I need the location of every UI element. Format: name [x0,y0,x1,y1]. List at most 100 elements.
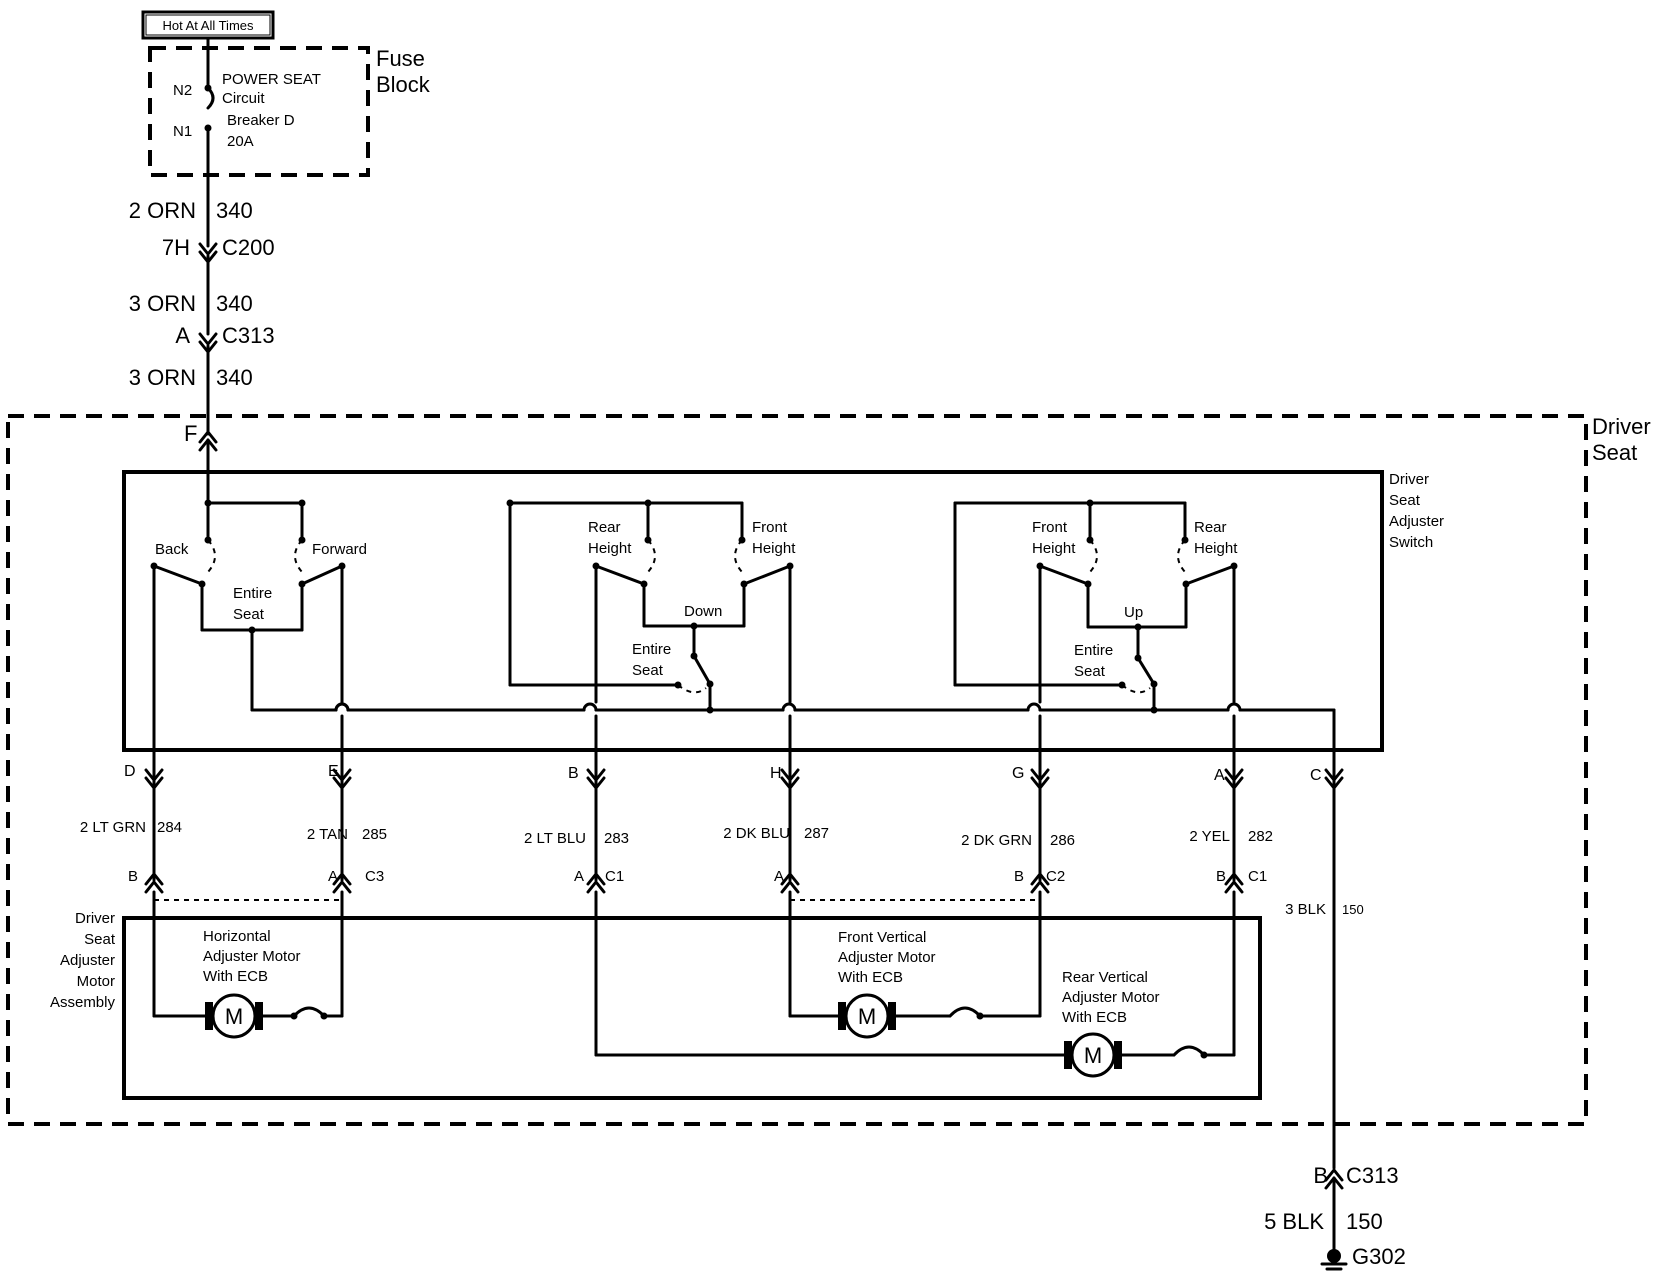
connector-pin-label: 7H [162,235,190,260]
motor-symbol: M [1084,1043,1102,1068]
ecb-icon [948,1006,982,1018]
switch-pin-g-label: G [1012,765,1024,782]
motor-label-3: With ECB [1062,1009,1127,1026]
connector-c3-label: C3 [365,868,384,885]
motor-assembly-label-5: Assembly [50,994,116,1011]
wire-color-label: 3 BLK [1285,901,1326,918]
switch-label: Driver [1389,471,1429,488]
ground-circuit: B C313 5 BLK 150 G302 [1264,1163,1406,1271]
switch-back-label: Back [155,541,189,558]
fuse-block-label: Fuse [376,46,425,71]
switch-down-label: Down [684,603,722,620]
connector-c200-icon [198,242,218,256]
driver-seat-adjuster-motor-assembly [122,916,1262,1100]
motor-pin-label: B [128,868,138,885]
connector-icon [780,872,800,886]
motor-label: Rear Vertical [1062,969,1148,986]
connector-c1-label: C1 [605,868,624,885]
switch-up-label: Up [1124,604,1143,621]
switch-entire-label: Entire [233,585,272,602]
switch-rear-label: Rear [1194,519,1227,536]
circuit-number-label: 284 [157,819,182,836]
harness-wires: 2 LT GRN 284 2 TAN 285 2 LT BLU 283 2 DK… [80,786,1364,1170]
connector-pin-label: A [175,323,190,348]
connector-c313-icon [1324,1168,1344,1182]
switch-pin-f-label: F [184,421,197,446]
driver-seat-label-2: Seat [1592,440,1637,465]
circuit-breaker-label-2: Circuit [222,90,265,107]
switch-down-section: Rear Height Front Height Down Entire Sea… [588,519,796,762]
driver-seat-outline [6,414,1588,1126]
ground-icon [1327,1249,1341,1263]
circuit-number-label: 282 [1248,828,1273,845]
hot-label-text: Hot At All Times [162,18,254,33]
switch-height-label: Height [588,540,632,557]
feed-circuit: 2 ORN 340 7H C200 3 ORN 340 A C313 3 ORN… [129,198,275,505]
switch-up-section: Front Height Rear Height Up Entire Seat [1032,519,1238,762]
circuit-number-label: 340 [216,198,253,223]
switch-forward-label: Forward [312,541,367,558]
rear-vertical-adjuster-motor: Rear Vertical Adjuster Motor With ECB M [594,890,1236,1078]
switch-height-label: Height [1194,540,1238,557]
motor-label-3: With ECB [203,968,268,985]
motor-label-2: Adjuster Motor [1062,989,1160,1006]
motor-assembly-label-3: Adjuster [60,952,115,969]
motor-label: Front Vertical [838,929,926,946]
connector-icon [332,872,352,886]
switch-output-connectors: D E B H G A C [124,758,1344,790]
circuit-number-label: 340 [216,291,253,316]
terminal-n1-label: N1 [173,123,192,140]
switch-height-label: Height [752,540,796,557]
circuit-breaker-icon [206,86,215,110]
motor-assembly-label-4: Motor [77,973,115,990]
connector-c1-label: C1 [1248,868,1267,885]
circuit-breaker-label-3: Breaker D [227,112,295,129]
wire-color-label: 2 LT BLU [524,830,586,847]
wire-color-label: 2 LT GRN [80,819,146,836]
motor-assembly-label: Driver [75,910,115,927]
motor-label: Horizontal [203,928,271,945]
circuit-number-label: 340 [216,365,253,390]
wire-color-label: 5 BLK [1264,1209,1324,1234]
circuit-breaker-label: POWER SEAT [222,71,321,88]
motor-brush-icon [205,1002,213,1030]
switch-seat-label: Seat [1074,663,1106,680]
circuit-breaker-rating: 20A [227,133,254,150]
switch-label-2: Seat [1389,492,1421,509]
switch-seat-label: Seat [233,606,265,623]
switch-pin-b-label: B [568,765,579,782]
circuit-number-label: 150 [1346,1209,1383,1234]
wire-color-label: 2 TAN [307,826,348,843]
switch-front-label: Front [752,519,788,536]
wire-color-label: 3 ORN [129,365,196,390]
circuit-number-label: 283 [604,830,629,847]
switch-entire-label: Entire [632,641,671,658]
motor-icon [1070,1032,1116,1078]
circuit-number-label: 150 [1342,902,1364,917]
terminal-n2-label: N2 [173,82,192,99]
switch-label-3: Adjuster [1389,513,1444,530]
driver-seat-label: Driver [1592,414,1651,439]
connector-icon [1224,872,1244,886]
fuse-block-label-2: Block [376,72,431,97]
ground-g302-label: G302 [1352,1244,1406,1269]
front-vertical-adjuster-motor: Front Vertical Adjuster Motor With ECB M [788,890,1042,1039]
switch-contact-forward [300,564,344,586]
connector-pin-label: B [1313,1163,1328,1188]
switch-front-label: Front [1032,519,1068,536]
switch-pin-a-label: A [1214,767,1225,784]
switch-rear-label: Rear [588,519,621,536]
hot-at-all-times-label: Hot At All Times [141,10,275,40]
motor-label-3: With ECB [838,969,903,986]
connector-icon [1030,872,1050,886]
connector-c313-label: C313 [222,323,275,348]
ecb-icon [1172,1045,1206,1057]
circuit-number-label: 285 [362,826,387,843]
motor-icon [844,993,890,1039]
switch-entire-label: Entire [1074,642,1113,659]
motor-pin-label: B [1216,868,1226,885]
switch-horizontal-section: Back Forward Entire Seat [150,536,367,762]
wire-color-label: 2 DK GRN [961,832,1032,849]
motor-pin-label: A [328,868,338,885]
switch-ground-bus [250,702,1336,762]
